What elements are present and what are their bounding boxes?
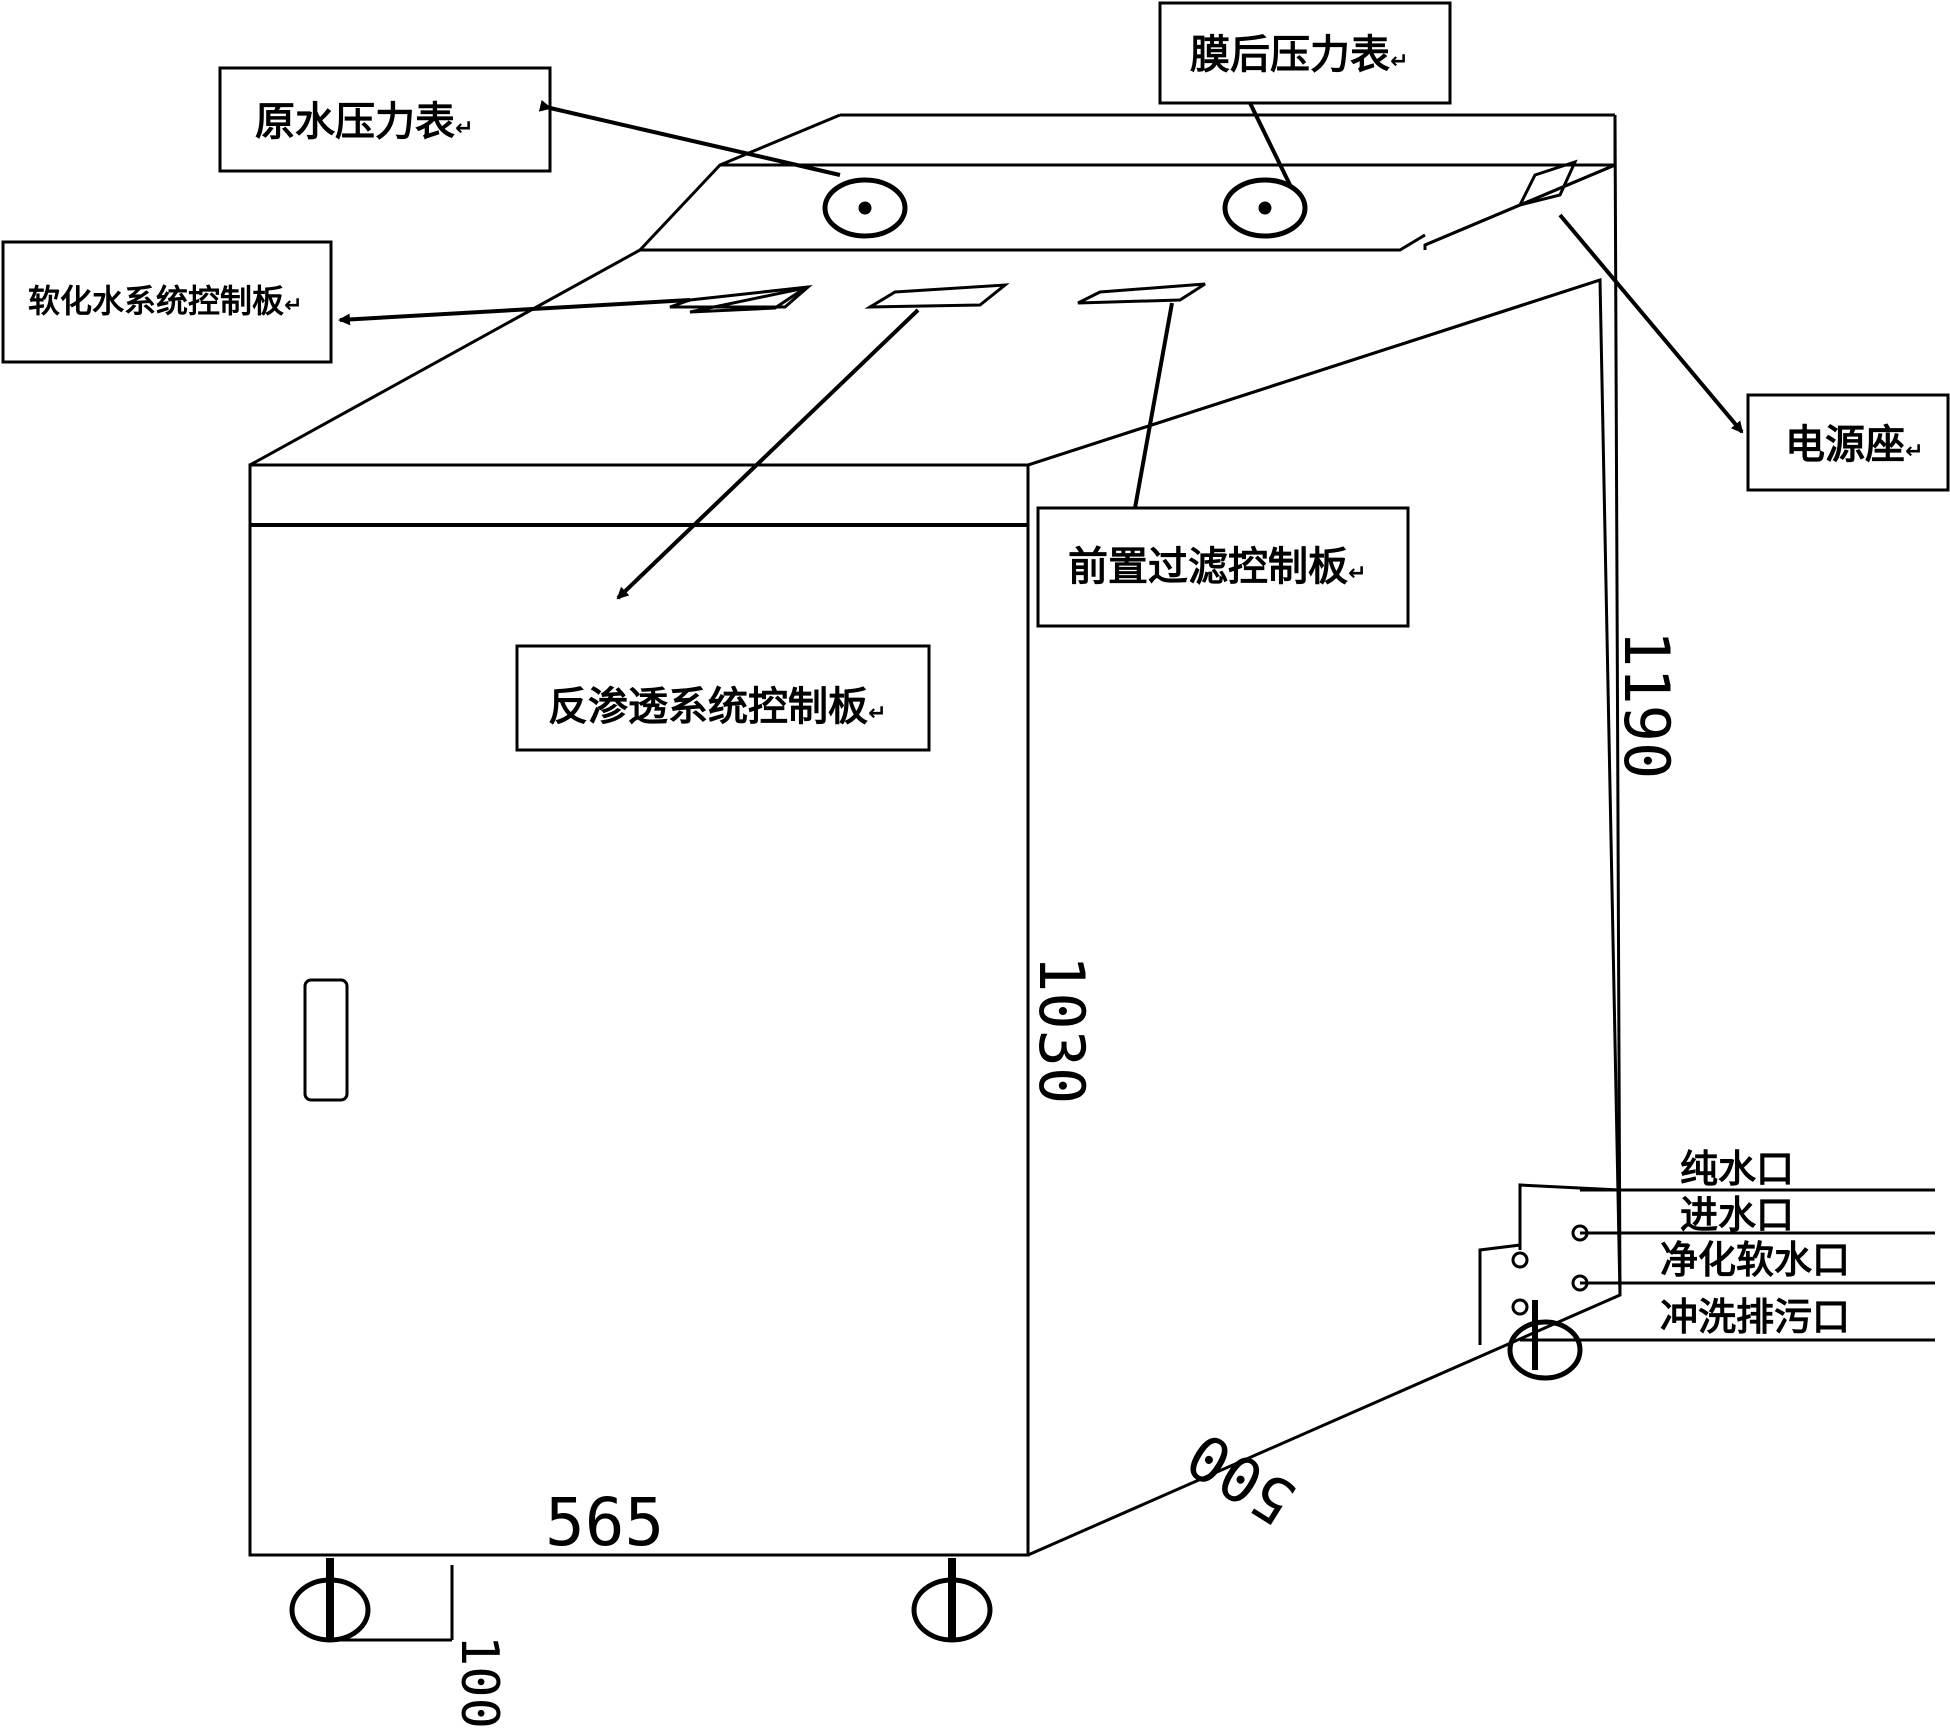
callout-softening-control-label: 软化水系统控制板↵ (28, 282, 302, 320)
cabinet-side-face (1027, 277, 1622, 1557)
port-flush-drain-label: 冲洗排污口 (1660, 1295, 1850, 1339)
softening-panel-slot (689, 286, 806, 314)
dimension-height-back: 1190 (1610, 630, 1683, 779)
callout-post-membrane-gauge: 膜后压力表↵ (1158, 1, 1452, 186)
callout-post-membrane-gauge-label: 膜后压力表↵ (1190, 32, 1408, 78)
prefilter-panel-slot (1077, 282, 1206, 305)
paragraph-mark: ↵ (455, 116, 473, 141)
port-plate (1478, 1183, 1935, 1345)
post-membrane-gauge-icon (1222, 177, 1308, 239)
top-face-front-edge (1027, 278, 1601, 467)
ro-panel-slot (864, 283, 1010, 309)
wheels (289, 1300, 1583, 1643)
sloped-panel-top-edge (719, 113, 841, 167)
callout-softening-control: 软化水系统控制板↵ (1, 240, 691, 364)
door-handle (303, 978, 349, 1102)
sloped-panel (638, 163, 1616, 252)
port-inlet-water-label: 进水口 (1680, 1193, 1794, 1237)
callout-prefilter-control: 前置过滤控制板↵ (1036, 302, 1410, 628)
callout-raw-water-gauge-label: 原水压力表↵ (255, 99, 473, 145)
callout-ro-control-label: 反渗透系统控制板↵ (548, 684, 886, 730)
wheel-back-right (1507, 1319, 1583, 1381)
callout-ro-control: 反渗透系统控制板↵ (515, 308, 931, 752)
cabinet (248, 113, 1622, 1557)
callout-power-socket: 电源座↵ (1558, 213, 1950, 492)
callout-power-socket-label: 电源座↵ (1785, 422, 1923, 468)
cabinet-top-face (249, 233, 1426, 467)
gauges (822, 177, 1308, 239)
raw-water-gauge-icon (822, 177, 908, 239)
dimension-height-front: 1030 (1025, 955, 1098, 1104)
cabinet-front-face (248, 463, 1030, 1557)
paragraph-mark: ↵ (284, 293, 302, 318)
back-vertical-edge (1613, 114, 1622, 1296)
power-socket-icon (1517, 159, 1578, 208)
port-pure-water-label: 纯水口 (1680, 1147, 1794, 1191)
control-slots (669, 159, 1578, 314)
callout-prefilter-control-label: 前置过滤控制板↵ (1068, 544, 1366, 590)
dimension-depth: 500 (1174, 1418, 1308, 1539)
paragraph-mark: ↵ (1390, 49, 1408, 74)
port-purified-soft-water-label: 净化软水口 (1660, 1238, 1850, 1282)
paragraph-mark: ↵ (1905, 439, 1923, 464)
paragraph-mark: ↵ (1348, 561, 1366, 586)
dimension-width: 565 (545, 1484, 664, 1561)
paragraph-mark: ↵ (868, 701, 886, 726)
callout-raw-water-gauge: 原水压力表↵ (218, 66, 841, 177)
dimension-wheel: 100 (449, 1635, 509, 1729)
